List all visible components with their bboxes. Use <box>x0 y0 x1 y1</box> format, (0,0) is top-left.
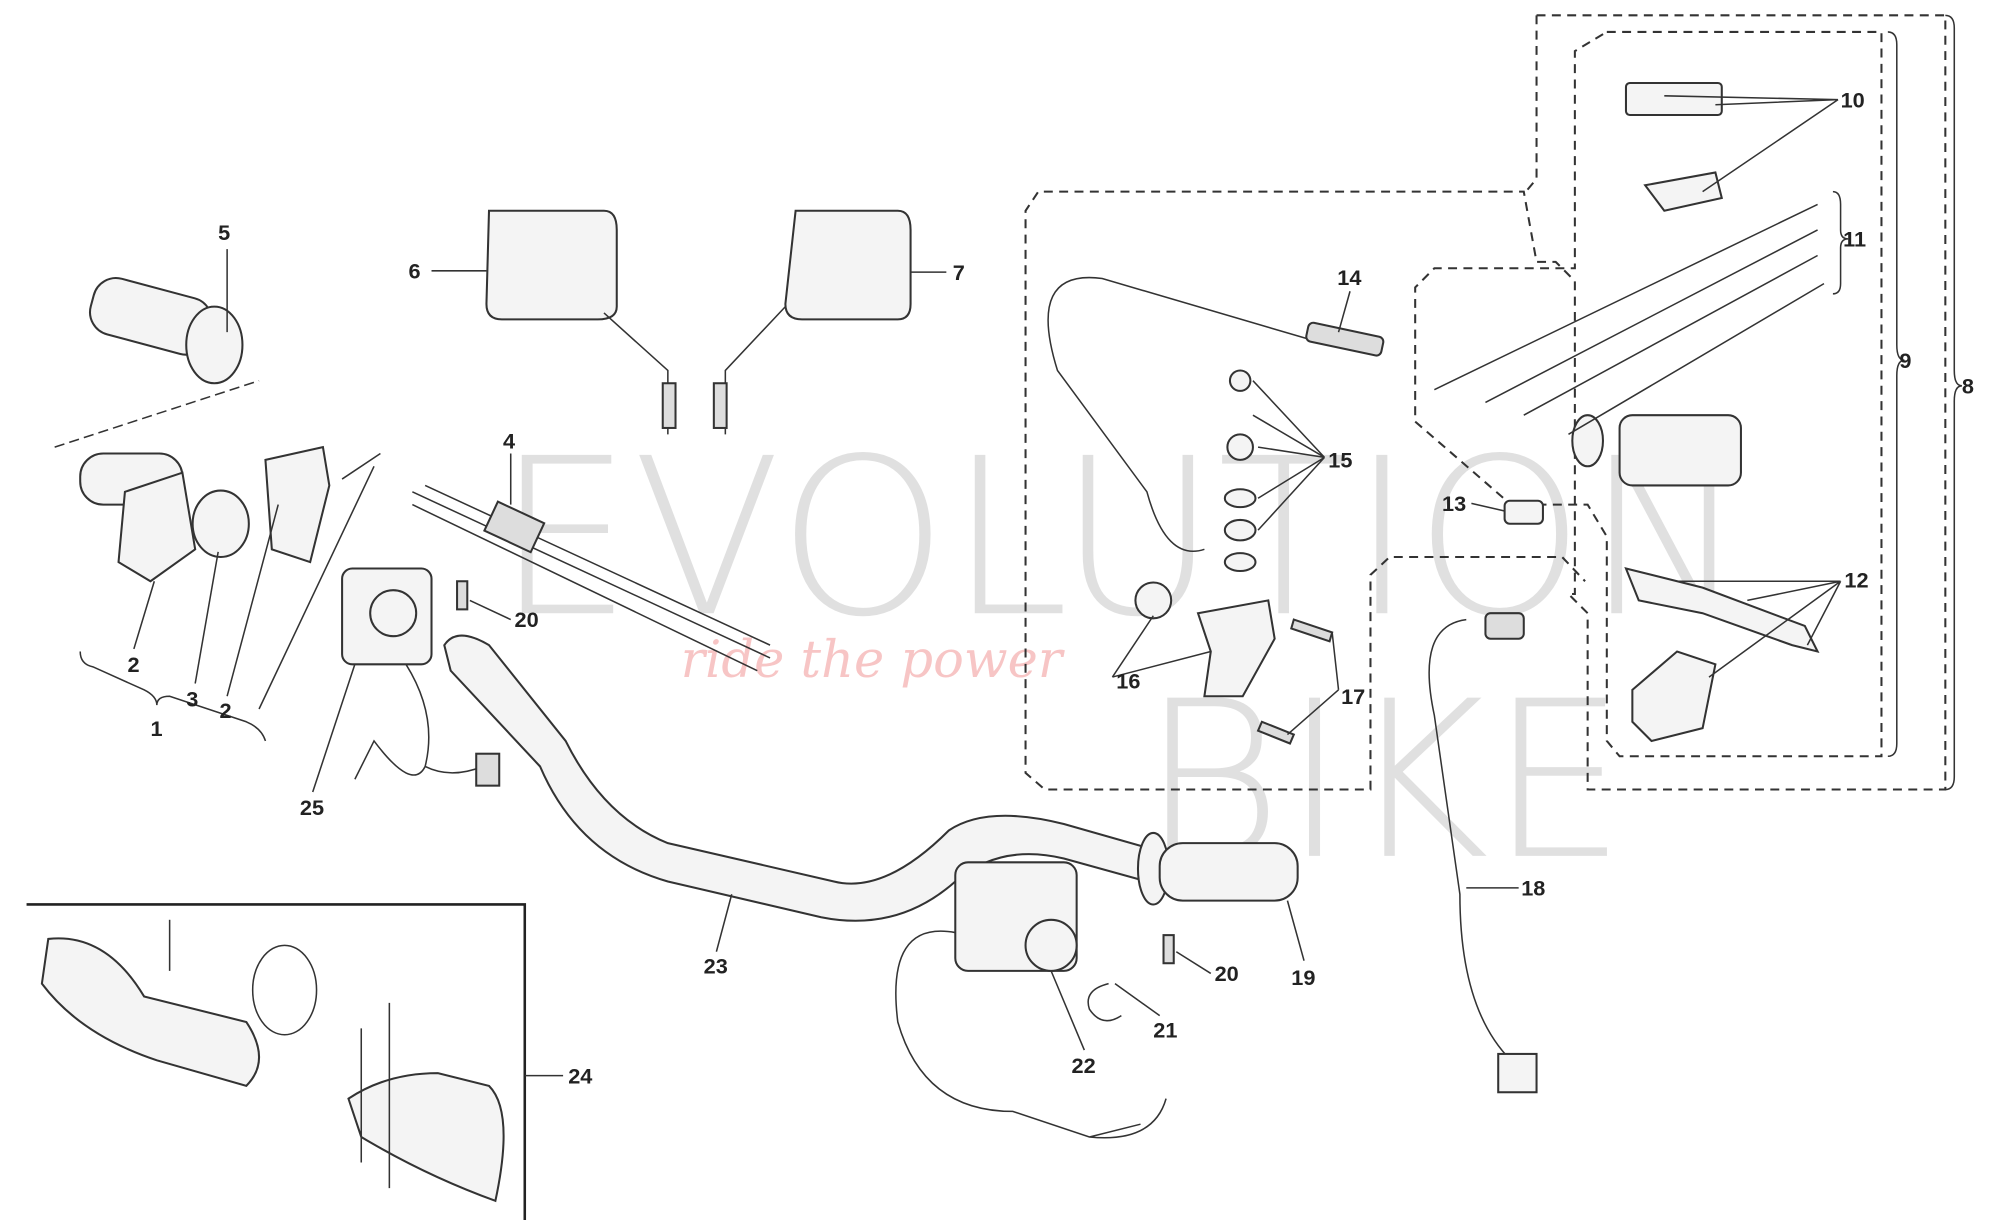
callout-2-second: 2 <box>219 698 231 723</box>
callout-24: 24 <box>568 1063 592 1088</box>
pin-20-right <box>1162 934 1175 965</box>
callout-25: 25 <box>300 795 324 820</box>
handguards-24 <box>40 919 505 1203</box>
callout-23: 23 <box>704 953 728 978</box>
bolt-17 <box>1256 618 1334 745</box>
wire-18 <box>1428 612 1538 1094</box>
callout-20: 20 <box>515 607 539 632</box>
mirror-right-7 <box>712 209 912 435</box>
group-box-8 <box>1024 14 1947 791</box>
callout-8: 8 <box>1962 373 1974 398</box>
callout-18: 18 <box>1521 876 1545 901</box>
throttle-cables-4 <box>412 484 771 672</box>
callout-6: 6 <box>409 258 421 283</box>
throttle-assembly <box>79 445 381 583</box>
callout-17: 17 <box>1341 684 1365 709</box>
callout-20-right: 20 <box>1215 961 1239 986</box>
grip-right-19 <box>1136 831 1299 906</box>
callout-1: 1 <box>150 716 162 741</box>
callout-5: 5 <box>218 220 230 245</box>
clutch-master-9 <box>1434 82 1825 743</box>
callout-19: 19 <box>1291 965 1315 990</box>
callout-10: 10 <box>1841 87 1865 112</box>
callout-16: 16 <box>1116 669 1140 694</box>
callout-21: 21 <box>1153 1017 1177 1042</box>
watermark-tagline: ride the power <box>681 631 1065 690</box>
box-24 <box>26 903 527 1220</box>
circlip-21 <box>1087 982 1122 1022</box>
callout-labels: 5 6 7 4 14 15 10 11 9 8 13 12 16 17 20 2… <box>127 87 1974 1088</box>
callout-4: 4 <box>503 428 515 453</box>
watermark-text: EVOLUTION <box>495 412 1747 665</box>
adjuster-parts-15 <box>1223 369 1257 573</box>
group-box-9 <box>1414 30 1883 758</box>
sensor-13 <box>1503 499 1544 525</box>
callout-14: 14 <box>1337 265 1361 290</box>
callout-22: 22 <box>1072 1053 1096 1078</box>
callout-15: 15 <box>1328 448 1352 473</box>
callout-3: 3 <box>186 686 198 711</box>
callout-12: 12 <box>1844 568 1868 593</box>
cable-bracket-16 <box>1134 581 1276 698</box>
switch-right-22 <box>895 861 1167 1139</box>
handlebar-23 <box>443 634 1155 922</box>
callout-9: 9 <box>1899 348 1911 373</box>
callout-2: 2 <box>127 652 139 677</box>
mirror-left-6 <box>485 209 677 435</box>
watermark: EVOLUTION BIKE ride the power <box>495 412 1747 908</box>
grip-left-5 <box>89 276 244 385</box>
switch-left-25 <box>341 567 501 787</box>
callout-11: 11 <box>1843 227 1866 252</box>
pin-20 <box>456 580 469 611</box>
clutch-cable-14 <box>1047 276 1385 552</box>
callout-13: 13 <box>1442 491 1466 516</box>
callout-7: 7 <box>953 260 965 285</box>
leader-lines <box>133 95 1842 1077</box>
